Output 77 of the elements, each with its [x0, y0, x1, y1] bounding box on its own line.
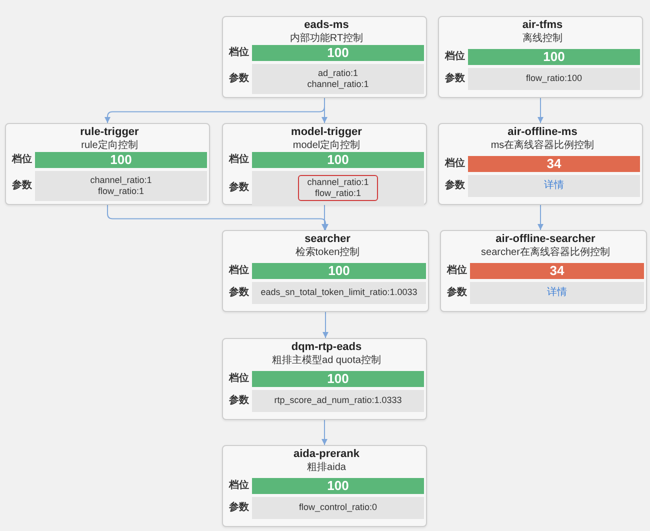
connector-arrow: [322, 98, 328, 124]
params-panel: [35, 171, 207, 201]
details-link: 详情: [544, 180, 564, 192]
row-label: 档位: [229, 480, 250, 492]
card-title: air-tfms: [522, 19, 563, 32]
row-label: 参数: [229, 286, 250, 298]
card-subtitle: rule定向控制: [81, 140, 138, 152]
level-bar: 34: [468, 156, 640, 172]
row-label: 参数: [12, 180, 33, 192]
params-panel: [252, 64, 424, 94]
row-label: 档位: [445, 158, 466, 170]
card-subtitle: model定向控制: [292, 140, 360, 152]
row-label: 参数: [445, 72, 466, 84]
level-bar: 100: [35, 152, 207, 168]
row-label: 档位: [445, 50, 466, 62]
param-text: rtp_score_ad_num_ratio:1.0333: [274, 395, 402, 406]
card-subtitle: 内部功能RT控制: [290, 33, 364, 45]
service-card: [222, 230, 429, 312]
row-label: 档位: [447, 264, 468, 276]
level-bar: 100: [252, 45, 424, 61]
card-subtitle: 粗排aida: [307, 462, 346, 474]
card-subtitle: 检索token控制: [295, 247, 360, 259]
row-label: 参数: [229, 182, 250, 194]
details-link: 详情: [547, 286, 567, 298]
service-card: [438, 16, 643, 98]
highlight-frame: [298, 175, 378, 201]
card-title: dqm-rtp-eads: [291, 341, 362, 354]
card-subtitle: 粗排主模型ad quota控制: [272, 355, 381, 367]
level-bar: 100: [468, 48, 640, 64]
param-text: flow_ratio:1: [314, 188, 361, 199]
connector-arrow: [322, 420, 328, 446]
service-card: [440, 230, 647, 312]
level-bar: 100: [252, 370, 424, 386]
card-subtitle: ms在离线容器比例控制: [490, 140, 594, 152]
param-text: channel_ratio:1: [90, 175, 152, 186]
card-title: air-offline-ms: [508, 126, 578, 139]
connector-arrow: [322, 204, 328, 230]
row-label: 参数: [229, 394, 250, 406]
param-text: flow_ratio:100: [526, 73, 582, 84]
connector-arrow: [538, 98, 544, 124]
connector-arrow: [538, 204, 544, 230]
level-bar: 34: [470, 262, 644, 278]
row-label: 参数: [229, 73, 250, 85]
row-label: 参数: [447, 286, 468, 298]
card-subtitle: searcher在离线容器比例控制: [481, 247, 610, 259]
service-card: [222, 445, 427, 527]
param-text: flow_ratio:1: [98, 186, 144, 197]
param-text: channel_ratio:1: [307, 177, 369, 188]
row-label: 档位: [229, 372, 250, 384]
service-card: [438, 123, 643, 205]
card-subtitle: 离线控制: [522, 33, 562, 45]
service-card: [222, 16, 427, 98]
row-label: 参数: [445, 180, 466, 192]
service-card: [5, 123, 210, 205]
level-bar: 100: [252, 262, 426, 278]
param-text: flow_control_ratio:0: [298, 502, 378, 513]
service-card: [222, 123, 427, 205]
row-label: 档位: [12, 154, 33, 166]
param-text: eads_sn_total_token_limit_ratio:1.0033: [260, 287, 418, 298]
param-text: channel_ratio:1: [307, 79, 369, 90]
service-card: [222, 338, 427, 420]
card-title: searcher: [304, 233, 350, 246]
card-title: air-offline-searcher: [496, 233, 596, 246]
row-label: 参数: [229, 502, 250, 514]
row-label: 档位: [229, 264, 250, 276]
connector-arrow: [322, 312, 328, 338]
row-label: 档位: [229, 154, 250, 166]
param-text: ad_ratio:1: [318, 68, 358, 79]
level-bar: 100: [252, 152, 424, 168]
level-bar: 100: [252, 478, 424, 494]
row-label: 档位: [229, 47, 250, 59]
card-title: eads-ms: [304, 19, 349, 32]
card-title: rule-trigger: [80, 126, 139, 139]
params-panel: [252, 171, 424, 205]
card-title: model-trigger: [291, 126, 362, 139]
card-title: aida-prerank: [293, 448, 360, 461]
connector-arrow: [107, 204, 328, 230]
